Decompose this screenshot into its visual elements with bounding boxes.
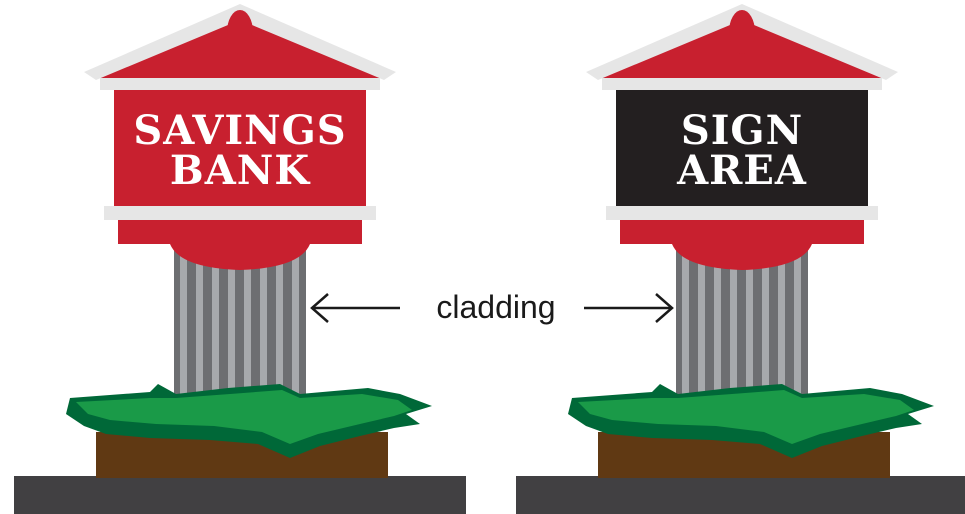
- left-finial: [227, 10, 253, 54]
- cladding-callout: cladding: [312, 289, 672, 325]
- right-finial: [729, 10, 755, 54]
- right-bottom-trim: [606, 206, 878, 220]
- right-lower-band: [620, 218, 864, 244]
- left-sign-line-2: BANK: [170, 147, 310, 194]
- left-lower-band: [118, 218, 362, 244]
- cladding-label: cladding: [436, 289, 555, 325]
- right-monument-sign: SIGN AREA: [516, 4, 965, 514]
- right-top-trim: [602, 78, 882, 90]
- right-sign-line-2: AREA: [676, 147, 807, 194]
- left-top-trim: [100, 78, 380, 90]
- left-pavement-slab: [14, 476, 466, 514]
- left-bottom-trim: [104, 206, 376, 220]
- right-pavement-slab: [516, 476, 965, 514]
- left-monument-sign: SAVINGS BANK: [14, 4, 466, 514]
